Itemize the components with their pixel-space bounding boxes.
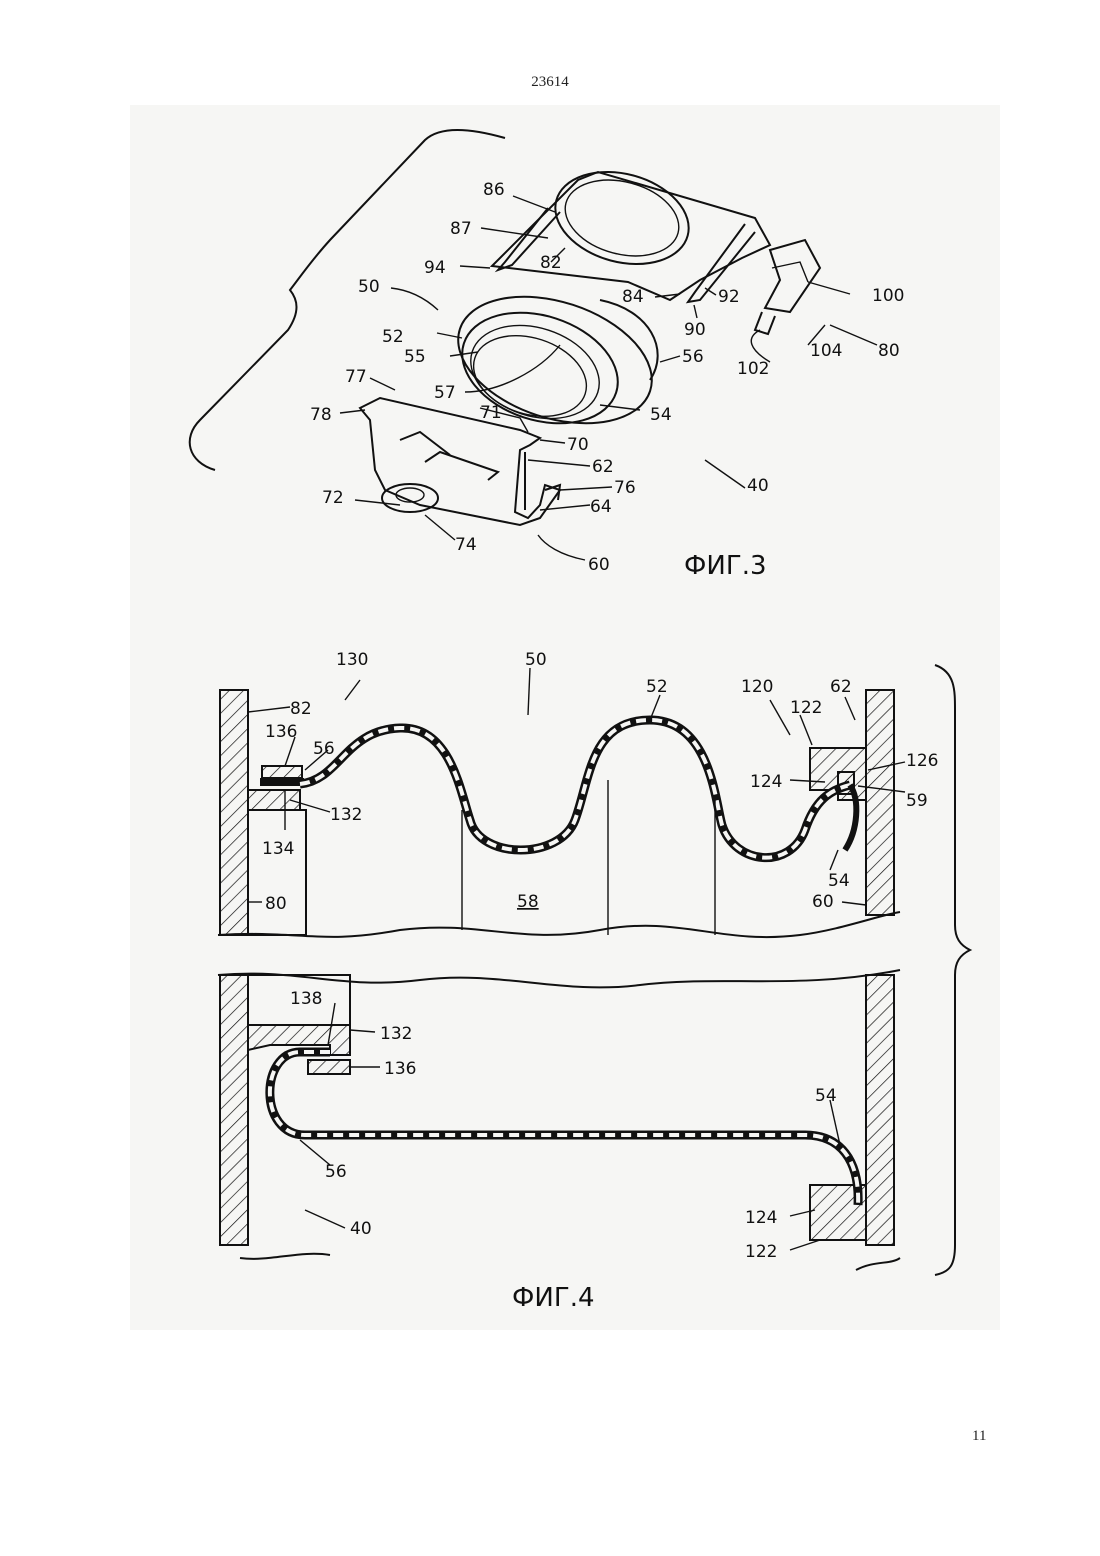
fig4-label-134: 134 — [262, 839, 294, 859]
fig3-label-92: 92 — [718, 287, 740, 307]
fig4-upper-section — [218, 690, 900, 937]
fig4-caption: ФИГ.4 — [512, 1283, 595, 1313]
fig4-label-132-upper: 132 — [330, 805, 362, 825]
fig4-label-130: 130 — [336, 650, 368, 670]
fig3-label-87: 87 — [450, 219, 472, 239]
fig3-label-64: 64 — [590, 497, 612, 517]
page-number: 11 — [972, 1428, 986, 1445]
fig4-label-50: 50 — [525, 650, 547, 670]
fig4-label-124-upper: 124 — [750, 772, 782, 792]
fig3-label-77: 77 — [345, 367, 367, 387]
fig3-label-55: 55 — [404, 347, 426, 367]
fig4-label-122-upper: 122 — [790, 698, 822, 718]
fig3-label-94: 94 — [424, 258, 446, 278]
fig4-brace — [935, 665, 970, 1275]
figure-3: 86 87 94 82 50 84 92 100 90 52 55 57 56 … — [190, 130, 905, 581]
fig3-label-90: 90 — [684, 320, 706, 340]
fig3-label-74: 74 — [455, 535, 477, 555]
fig3-lower-plate — [360, 398, 560, 525]
fig3-label-82: 82 — [540, 253, 562, 273]
fig3-label-52: 52 — [382, 327, 404, 347]
fig4-label-136-upper: 136 — [265, 722, 297, 742]
fig3-label-57: 57 — [434, 383, 456, 403]
fig4-label-40: 40 — [350, 1219, 372, 1239]
fig4-label-124-lower: 124 — [745, 1208, 777, 1228]
fig4-label-82: 82 — [290, 699, 312, 719]
fig4-label-56-lower: 56 — [325, 1162, 347, 1182]
fig3-label-40: 40 — [747, 476, 769, 496]
fig4-label-56-upper: 56 — [313, 739, 335, 759]
fig3-label-76: 76 — [614, 478, 636, 498]
fig3-label-50: 50 — [358, 277, 380, 297]
fig3-label-70: 70 — [567, 435, 589, 455]
fig3-label-71: 71 — [480, 403, 502, 423]
fig4-label-58: 58 — [517, 892, 539, 912]
fig3-label-100: 100 — [872, 286, 904, 306]
fig4-label-60: 60 — [812, 892, 834, 912]
fig3-label-104: 104 — [810, 341, 842, 361]
fig4-label-122-lower: 122 — [745, 1242, 777, 1262]
fig3-caption: ФИГ.3 — [684, 551, 767, 581]
fig4-label-54-lower: 54 — [815, 1086, 837, 1106]
fig3-label-62: 62 — [592, 457, 614, 477]
fig3-label-56: 56 — [682, 347, 704, 367]
fig4-label-136-lower: 136 — [384, 1059, 416, 1079]
fig3-label-54: 54 — [650, 405, 672, 425]
figure-4: 130 50 52 120 62 82 122 136 56 126 124 5… — [218, 650, 970, 1313]
fig4-label-120: 120 — [741, 677, 773, 697]
fig3-label-72: 72 — [322, 488, 344, 508]
fig3-label-78: 78 — [310, 405, 332, 425]
fig3-label-102: 102 — [737, 359, 769, 379]
fig4-label-59: 59 — [906, 791, 928, 811]
fig3-label-60: 60 — [588, 555, 610, 575]
fig4-lower-section — [218, 970, 900, 1270]
fig4-label-80: 80 — [265, 894, 287, 914]
fig4-label-54-upper: 54 — [828, 871, 850, 891]
fig3-label-84: 84 — [622, 287, 644, 307]
fig4-label-126: 126 — [906, 751, 938, 771]
fig4-label-52: 52 — [646, 677, 668, 697]
fig3-brace — [190, 130, 505, 470]
fig3-label-86: 86 — [483, 180, 505, 200]
fig4-label-138: 138 — [290, 989, 322, 1009]
fig3-label-80: 80 — [878, 341, 900, 361]
fig4-label-132-lower: 132 — [380, 1024, 412, 1044]
fig4-label-62: 62 — [830, 677, 852, 697]
fig3-upper-plate — [492, 158, 820, 334]
